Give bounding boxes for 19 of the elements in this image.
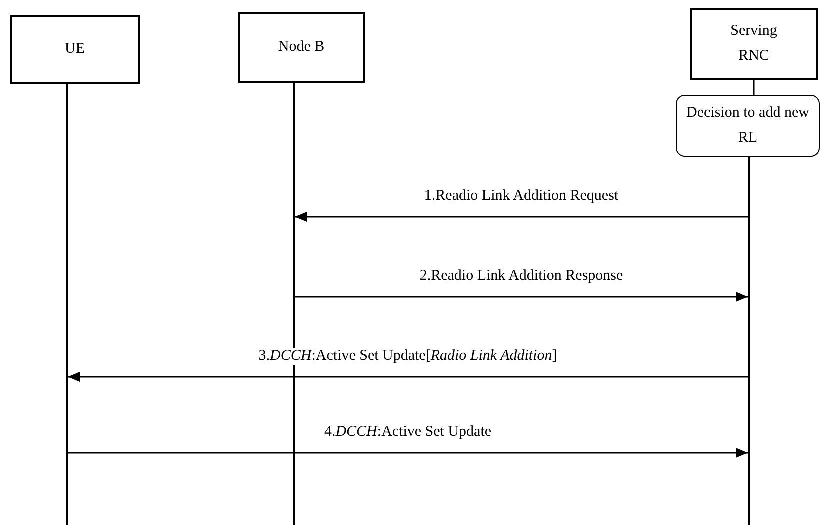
node-label: Serving RNC bbox=[730, 22, 778, 66]
actor-box bbox=[690, 8, 818, 80]
message-arrow bbox=[68, 372, 748, 382]
lifeline bbox=[748, 157, 750, 525]
node-label: UE bbox=[65, 40, 85, 59]
actor-box bbox=[10, 15, 140, 84]
lifeline bbox=[66, 84, 68, 525]
actor-box bbox=[238, 12, 365, 83]
message-arrow bbox=[295, 292, 748, 302]
edge-label: 2.Readio Link Addition Response bbox=[418, 268, 626, 285]
lifeline bbox=[293, 83, 295, 525]
edge-label: 4.DCCH:Active Set Update bbox=[322, 424, 494, 441]
action-box bbox=[676, 95, 820, 157]
message-arrow bbox=[295, 212, 748, 222]
node-label: Decision to add new RL bbox=[686, 104, 810, 148]
connector-line bbox=[753, 80, 755, 95]
node-label: Node B bbox=[278, 38, 325, 57]
edge-label: 3.DCCH:Active Set Update[Radio Link Addition] bbox=[256, 348, 560, 365]
message-arrow bbox=[68, 448, 748, 458]
